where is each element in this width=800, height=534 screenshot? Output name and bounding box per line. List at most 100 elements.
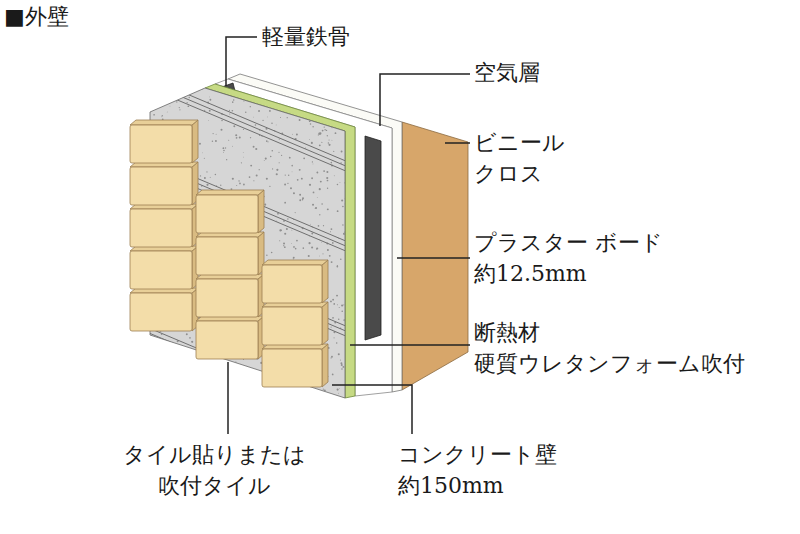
concrete-speckle — [308, 255, 310, 257]
concrete-speckle — [335, 132, 337, 134]
tile-brick — [130, 162, 198, 205]
concrete-speckle — [246, 366, 248, 368]
part-label: コンクリート壁 約150mm — [398, 440, 556, 502]
concrete-speckle — [316, 249, 317, 250]
concrete-speckle — [220, 373, 222, 375]
tile-brick — [196, 232, 264, 275]
concrete-speckle — [303, 157, 305, 159]
concrete-speckle — [243, 100, 244, 101]
concrete-speckle — [190, 89, 192, 91]
concrete-speckle — [324, 119, 326, 121]
concrete-speckle — [337, 388, 339, 390]
concrete-speckle — [318, 132, 320, 134]
concrete-speckle — [191, 86, 193, 88]
concrete-speckle — [249, 400, 250, 401]
concrete-speckle — [238, 180, 239, 181]
concrete-speckle — [176, 380, 178, 382]
concrete-speckle — [338, 353, 340, 355]
concrete-speckle — [232, 382, 233, 383]
concrete-speckle — [253, 180, 254, 181]
brick-face — [130, 125, 192, 163]
concrete-speckle — [169, 105, 171, 107]
brick-face — [130, 251, 192, 289]
concrete-speckle — [247, 87, 249, 89]
concrete-speckle — [317, 172, 319, 174]
concrete-speckle — [165, 99, 166, 100]
concrete-speckle — [288, 174, 289, 175]
concrete-speckle — [318, 134, 319, 135]
concrete-speckle — [296, 101, 298, 103]
leader-line — [397, 257, 470, 259]
concrete-speckle — [267, 116, 269, 118]
concrete-speckle — [342, 116, 344, 118]
concrete-speckle — [189, 97, 190, 98]
concrete-speckle — [330, 326, 331, 327]
concrete-speckle — [331, 139, 333, 141]
concrete-speckle — [330, 231, 331, 232]
concrete-speckle — [309, 138, 311, 140]
concrete-speckle — [332, 116, 334, 118]
part-label: 軽量鉄骨 — [262, 22, 352, 53]
concrete-speckle — [286, 228, 288, 230]
concrete-speckle — [341, 310, 343, 312]
concrete-speckle — [309, 120, 311, 122]
concrete-speckle — [308, 242, 310, 244]
concrete-speckle — [263, 392, 264, 393]
concrete-speckle — [312, 126, 313, 127]
concrete-speckle — [264, 204, 266, 206]
concrete-speckle — [347, 378, 348, 379]
concrete-speckle — [235, 362, 237, 364]
concrete-speckle — [338, 318, 340, 320]
concrete-speckle — [204, 110, 205, 111]
concrete-speckle — [333, 84, 335, 86]
vinyl-cloth — [402, 122, 468, 390]
concrete-speckle — [345, 203, 346, 204]
concrete-speckle — [342, 366, 344, 368]
concrete-speckle — [204, 177, 206, 179]
concrete-speckle — [345, 311, 346, 312]
concrete-speckle — [321, 203, 323, 205]
concrete-speckle — [310, 108, 311, 109]
concrete-speckle — [295, 248, 297, 250]
concrete-speckle — [189, 337, 191, 339]
concrete-speckle — [164, 383, 166, 385]
concrete-speckle — [285, 85, 287, 87]
concrete-speckle — [223, 150, 225, 152]
brick-side — [192, 120, 198, 163]
concrete-speckle — [320, 104, 322, 106]
concrete-speckle — [340, 108, 341, 109]
part-label: タイル貼りまたは 吹付タイル — [123, 440, 305, 502]
concrete-speckle — [230, 89, 231, 90]
concrete-speckle — [249, 176, 251, 178]
concrete-speckle — [232, 178, 234, 180]
concrete-speckle — [181, 380, 182, 381]
concrete-speckle — [208, 397, 210, 399]
brick-side — [322, 344, 328, 387]
concrete-speckle — [299, 194, 301, 196]
concrete-speckle — [147, 400, 148, 401]
concrete-speckle — [316, 196, 318, 198]
concrete-speckle — [328, 142, 329, 143]
concrete-speckle — [339, 96, 341, 98]
concrete-speckle — [272, 102, 274, 104]
concrete-speckle — [239, 136, 241, 138]
concrete-speckle — [293, 257, 295, 259]
concrete-speckle — [312, 389, 314, 391]
concrete-speckle — [284, 246, 286, 248]
concrete-speckle — [310, 398, 312, 400]
concrete-speckle — [327, 188, 328, 189]
concrete-speckle — [302, 197, 304, 199]
concrete-speckle — [154, 348, 156, 350]
concrete-speckle — [209, 99, 211, 101]
concrete-speckle — [275, 391, 276, 392]
concrete-speckle — [270, 391, 272, 393]
concrete-speckle — [236, 185, 237, 186]
concrete-speckle — [182, 358, 184, 360]
concrete-speckle — [340, 360, 341, 361]
concrete-speckle — [310, 223, 312, 225]
concrete-speckle — [235, 393, 236, 394]
concrete-speckle — [344, 198, 346, 200]
concrete-speckle — [287, 218, 288, 219]
concrete-speckle — [283, 245, 284, 246]
concrete-speckle — [327, 180, 329, 182]
